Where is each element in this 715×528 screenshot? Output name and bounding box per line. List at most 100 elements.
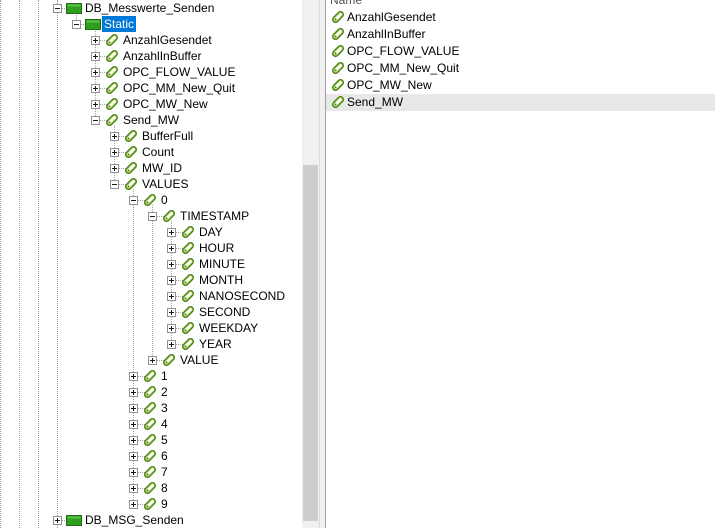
pane-splitter[interactable] (319, 0, 326, 528)
tree-node-label[interactable]: 9 (161, 497, 168, 511)
list-item[interactable]: AnzahlGesendet (326, 9, 715, 26)
tree-node-label[interactable]: NANOSECOND (199, 289, 286, 303)
collapse-toggle[interactable] (53, 4, 62, 13)
expand-toggle[interactable] (91, 100, 100, 109)
tree-node[interactable]: 3 (0, 400, 302, 416)
expand-toggle[interactable] (129, 388, 138, 397)
expand-toggle[interactable] (91, 52, 100, 61)
tree-node[interactable]: MW_ID (0, 160, 302, 176)
tree-node[interactable]: OPC_FLOW_VALUE (0, 64, 302, 80)
tree-node[interactable]: DB_Messwerte_Senden (0, 0, 302, 16)
expand-toggle[interactable] (167, 324, 176, 333)
list-item[interactable]: Send_MW (326, 94, 715, 111)
expand-toggle[interactable] (129, 500, 138, 509)
tree-node[interactable]: DAY (0, 224, 302, 240)
collapse-toggle[interactable] (91, 116, 100, 125)
expand-toggle[interactable] (167, 308, 176, 317)
expand-toggle[interactable] (129, 452, 138, 461)
tree-node[interactable]: OPC_MW_New (0, 96, 302, 112)
expand-toggle[interactable] (167, 292, 176, 301)
expand-toggle[interactable] (167, 340, 176, 349)
tree-node-label[interactable]: TIMESTAMP (180, 209, 250, 223)
list-column-header-name[interactable]: Name (330, 0, 363, 7)
tree-node-label[interactable]: WEEKDAY (199, 321, 259, 335)
tree-node-label[interactable]: YEAR (199, 337, 232, 351)
list-item[interactable]: OPC_FLOW_VALUE (326, 43, 715, 60)
tree-node-label[interactable]: HOUR (199, 241, 235, 255)
expand-toggle[interactable] (167, 244, 176, 253)
expand-toggle[interactable] (91, 68, 100, 77)
tree-node-label[interactable]: 3 (161, 401, 168, 415)
tree-node[interactable]: DB_MSG_Senden (0, 512, 302, 528)
expand-toggle[interactable] (129, 468, 138, 477)
tree-node[interactable]: Send_MW (0, 112, 302, 128)
tree-node[interactable]: YEAR (0, 336, 302, 352)
expand-toggle[interactable] (110, 132, 119, 141)
expand-toggle[interactable] (110, 164, 119, 173)
tree-node-label[interactable]: MINUTE (199, 257, 245, 271)
tree-node-label[interactable]: Count (142, 145, 175, 159)
expand-toggle[interactable] (167, 260, 176, 269)
tree-node[interactable]: BufferFull (0, 128, 302, 144)
tree-node-label[interactable]: 0 (161, 193, 168, 207)
tree-node-label[interactable]: VALUE (180, 353, 219, 367)
expand-toggle[interactable] (91, 84, 100, 93)
tree-node-label[interactable]: 8 (161, 481, 168, 495)
tree-node[interactable]: OPC_MM_New_Quit (0, 80, 302, 96)
tree-node-label[interactable]: MW_ID (142, 161, 182, 175)
tree-node-label[interactable]: OPC_FLOW_VALUE (123, 65, 236, 79)
tree-node-label[interactable]: 4 (161, 417, 168, 431)
expand-toggle[interactable] (129, 436, 138, 445)
expand-toggle[interactable] (167, 276, 176, 285)
expand-toggle[interactable] (129, 484, 138, 493)
tree-node[interactable]: 0 (0, 192, 302, 208)
tree-node-label[interactable]: AnzahlGesendet (123, 33, 212, 47)
tree-node[interactable]: 9 (0, 496, 302, 512)
tree-node[interactable]: 4 (0, 416, 302, 432)
tree-node[interactable]: WEEKDAY (0, 320, 302, 336)
list-item[interactable]: OPC_MW_New (326, 77, 715, 94)
tree-node[interactable]: 8 (0, 480, 302, 496)
tree-node[interactable]: 2 (0, 384, 302, 400)
list-item[interactable]: AnzahlInBuffer (326, 26, 715, 43)
tree-node-label[interactable]: 2 (161, 385, 168, 399)
tree-node[interactable]: VALUES (0, 176, 302, 192)
tree-node[interactable]: NANOSECOND (0, 288, 302, 304)
tree-node[interactable]: 7 (0, 464, 302, 480)
tree-node-label[interactable]: AnzahlInBuffer (123, 49, 202, 63)
expand-toggle[interactable] (129, 372, 138, 381)
expand-toggle[interactable] (53, 516, 62, 525)
tree-node-label[interactable]: BufferFull (142, 129, 194, 143)
tree-node-label[interactable]: VALUES (142, 177, 189, 191)
tree-node-label[interactable]: MONTH (199, 273, 243, 287)
tree-node[interactable]: SECOND (0, 304, 302, 320)
expand-toggle[interactable] (167, 228, 176, 237)
expand-toggle[interactable] (129, 404, 138, 413)
collapse-toggle[interactable] (72, 20, 81, 29)
expand-toggle[interactable] (110, 148, 119, 157)
tree-node-label[interactable]: DAY (199, 225, 223, 239)
tree-node[interactable]: HOUR (0, 240, 302, 256)
tree-node[interactable]: TIMESTAMP (0, 208, 302, 224)
tree-node[interactable]: Static (0, 16, 302, 32)
tree-node-label[interactable]: DB_MSG_Senden (85, 513, 184, 527)
tree-node[interactable]: MINUTE (0, 256, 302, 272)
collapse-toggle[interactable] (110, 180, 119, 189)
tree-node-label[interactable]: 6 (161, 449, 168, 463)
tree-node[interactable]: AnzahlGesendet (0, 32, 302, 48)
tree-node[interactable]: AnzahlInBuffer (0, 48, 302, 64)
tree-node-label[interactable]: Send_MW (123, 113, 180, 127)
tree-node-label[interactable]: 7 (161, 465, 168, 479)
collapse-toggle[interactable] (148, 212, 157, 221)
tree-node-label[interactable]: OPC_MW_New (123, 97, 208, 111)
tree-node-label[interactable]: 1 (161, 369, 168, 383)
tree-node[interactable]: VALUE (0, 352, 302, 368)
tree-node[interactable]: Count (0, 144, 302, 160)
tree-node[interactable]: 6 (0, 448, 302, 464)
expand-toggle[interactable] (91, 36, 100, 45)
tree-node[interactable]: 5 (0, 432, 302, 448)
tree-node-label[interactable]: OPC_MM_New_Quit (123, 81, 236, 95)
tree-scrollbar-thumb[interactable] (303, 165, 318, 521)
